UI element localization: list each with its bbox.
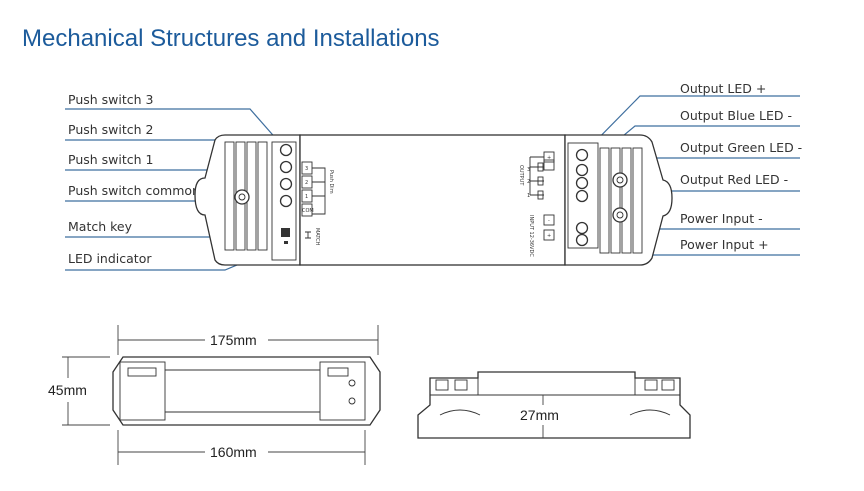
switch-key-mark: COM <box>302 208 314 214</box>
terminal-input-minus <box>575 221 589 235</box>
label-power-input-minus: Power Input - <box>680 211 763 226</box>
dimension-line <box>117 430 366 465</box>
push-dim-mark: Push Dim <box>328 170 334 194</box>
dim-length-overall: 175mm <box>210 332 257 348</box>
dimension-line <box>117 325 379 355</box>
input-mark: INPUT 12-36VDC <box>528 215 534 257</box>
terminal-output-plus <box>575 148 589 162</box>
label-led-indicator: LED indicator <box>68 251 152 266</box>
terminal-input-plus <box>575 233 589 247</box>
output-mark: OUTPUT <box>518 165 524 186</box>
label-push-switch-3: Push switch 3 <box>68 92 153 107</box>
dim-height: 27mm <box>520 407 559 423</box>
channel-mark: 1 <box>527 193 530 199</box>
plus-mark: + <box>547 233 551 239</box>
channel-mark: 3 <box>527 167 530 173</box>
push-switch-common[interactable] <box>279 194 293 208</box>
screw-hole <box>612 207 628 223</box>
push-switch-1[interactable] <box>279 177 293 191</box>
switch-key-mark: 2 <box>305 180 308 186</box>
right-end-cap <box>564 134 673 266</box>
led-indicator <box>284 241 288 244</box>
page-title: Mechanical Structures and Installations <box>22 25 440 52</box>
minus-mark: - <box>548 218 550 224</box>
label-push-switch-common: Push switch common <box>68 183 200 198</box>
device-outline-side <box>417 371 691 439</box>
label-output-green: Output Green LED - <box>680 140 802 155</box>
push-switch-3[interactable] <box>279 143 293 157</box>
dimension-top-view: 175mm 160mm 45mm <box>48 325 381 465</box>
match-key[interactable] <box>281 228 290 237</box>
label-match-key: Match key <box>68 219 133 234</box>
terminal-output-green <box>575 176 589 190</box>
dimension-side-view: 27mm <box>417 371 691 439</box>
screw-hole <box>234 189 250 205</box>
terminal-output-red <box>575 189 589 203</box>
controller-device: 3 2 1 COM Push Dim MATCH + - + 3 2 1 OUT… <box>194 134 673 266</box>
dim-length-body: 160mm <box>210 444 257 460</box>
device-body <box>299 134 566 266</box>
channel-mark: 2 <box>527 179 530 185</box>
label-push-switch-1: Push switch 1 <box>68 152 153 167</box>
push-switch-2[interactable] <box>279 160 293 174</box>
label-output-blue: Output Blue LED - <box>680 108 792 123</box>
plus-mark: + <box>547 155 551 161</box>
match-mark: MATCH <box>314 228 320 246</box>
switch-key-mark: 3 <box>305 166 308 172</box>
label-power-input-plus: Power Input + <box>680 237 769 252</box>
dimension-line <box>62 356 110 426</box>
dim-width: 45mm <box>48 382 87 398</box>
label-output-red: Output Red LED - <box>680 172 788 187</box>
label-push-switch-2: Push switch 2 <box>68 122 153 137</box>
device-outline-top <box>112 356 381 426</box>
terminal-output-blue <box>575 163 589 177</box>
screw-hole <box>612 172 628 188</box>
switch-key-mark: 1 <box>305 194 308 200</box>
label-output-led-plus: Output LED + <box>680 81 766 96</box>
